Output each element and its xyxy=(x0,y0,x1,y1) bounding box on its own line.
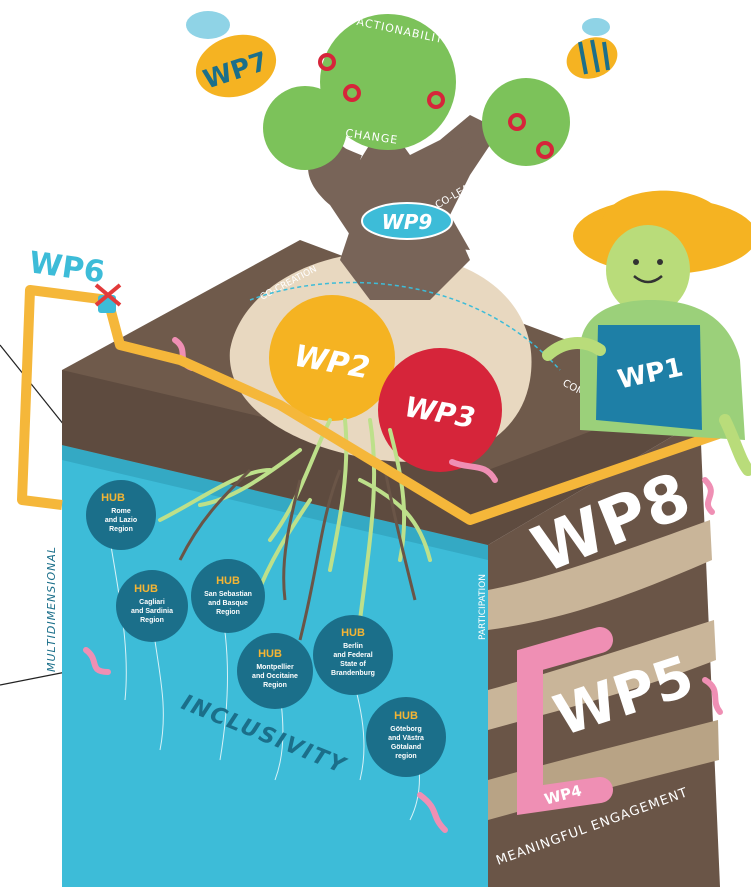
soil-layer xyxy=(488,520,712,630)
hub-line: and Basque xyxy=(208,600,248,607)
wp9-badge xyxy=(361,202,453,240)
foliage-crown xyxy=(320,14,456,150)
wp3-circle xyxy=(378,348,502,472)
dark-roots xyxy=(178,468,417,641)
hub-line: and Västra xyxy=(388,735,424,742)
hub-line: and Federal xyxy=(333,652,372,659)
worm-icon xyxy=(702,477,715,515)
hub-line: region xyxy=(395,753,416,760)
worm-icon xyxy=(702,677,723,715)
bee-wing xyxy=(186,11,230,39)
farmer-eye xyxy=(657,259,663,265)
farmer-smile xyxy=(633,275,663,284)
hub-line: Region xyxy=(140,617,164,624)
wp9-label: WP9 xyxy=(382,210,433,234)
hub-line: and Sardinia xyxy=(131,608,173,615)
soil-layer xyxy=(488,620,716,730)
worm-icon xyxy=(83,647,111,675)
roots xyxy=(158,418,432,622)
hub-san-sebastian: HUB San Sebastian and Basque Region xyxy=(191,559,265,633)
hub-circle xyxy=(313,615,393,695)
wp6-label: WP6 xyxy=(27,245,107,290)
hub-line: Region xyxy=(109,526,133,533)
wp2-circle xyxy=(269,295,395,421)
hub-berlin: HUB Berlin and Federal State of Brandenb… xyxy=(313,615,393,695)
leader-line xyxy=(0,671,67,686)
farmer: WP1 xyxy=(542,190,751,476)
hub-cagliari: HUB Cagliari and Sardinia Region xyxy=(116,570,188,642)
hub-rome: HUB Rome and Lazio Region xyxy=(86,480,156,550)
hub-line: San Sebastian xyxy=(204,591,252,598)
worms xyxy=(83,337,723,833)
hub-line: Götaland xyxy=(391,744,421,751)
hub-title: HUB xyxy=(341,627,365,639)
apple-icon xyxy=(318,53,336,71)
hub-title: HUB xyxy=(216,575,240,587)
hub-circle xyxy=(86,480,156,550)
hub-line: Berlin xyxy=(343,643,363,650)
hub-line: Region xyxy=(263,682,287,689)
label-multidimensional: MULTIDIMENSIONAL xyxy=(45,546,58,672)
hub-line: Rome xyxy=(111,508,131,515)
hub-line: State of xyxy=(340,661,366,668)
dashed-arc xyxy=(249,281,561,371)
hub-title: HUB xyxy=(101,492,125,504)
hub-line: and Occitaine xyxy=(252,673,298,680)
bee-stripes xyxy=(578,39,610,75)
hub-line: Brandenburg xyxy=(331,670,375,677)
worm-wp4 xyxy=(517,627,613,815)
bee xyxy=(566,18,618,79)
irrigation-pipe xyxy=(17,285,732,525)
hub-circle xyxy=(191,559,265,633)
bee-wing xyxy=(582,18,610,36)
hub-line: and Lazio xyxy=(105,517,137,524)
leader-line xyxy=(0,344,69,431)
hub-title: HUB xyxy=(134,583,158,595)
hub-circle xyxy=(237,633,313,709)
apple-icon xyxy=(536,141,554,159)
hub-title: HUB xyxy=(394,710,418,722)
apple-icon xyxy=(508,113,526,131)
hub-line: Region xyxy=(216,609,240,616)
farmer-eye xyxy=(633,259,639,265)
farmer-hat-crown xyxy=(600,190,730,230)
worm-icon xyxy=(449,459,498,483)
label-participation: PARTICIPATION xyxy=(478,574,488,640)
farmer-overalls xyxy=(596,325,702,430)
farmer-arm xyxy=(719,414,751,476)
worm-icon xyxy=(417,792,448,833)
trunk-lower xyxy=(340,215,470,300)
water-face-shade xyxy=(62,445,488,560)
bee-body xyxy=(566,37,618,79)
bee-body xyxy=(195,34,277,98)
valve-icon xyxy=(94,283,122,313)
hub-line: Cagliari xyxy=(139,599,165,606)
bee-wp7: WP7 xyxy=(186,11,277,98)
apple-icon xyxy=(343,84,361,102)
hub-circle xyxy=(116,570,188,642)
farmer-head xyxy=(606,225,690,315)
hub-title: HUB xyxy=(258,648,282,660)
apple-icon xyxy=(427,91,445,109)
hub-goteborg: HUB Göteborg and Västra Götaland region xyxy=(366,697,446,777)
farmer-arm xyxy=(542,337,606,361)
hub-circle xyxy=(366,697,446,777)
hub-line: Göteborg xyxy=(390,726,422,733)
apple-icons xyxy=(318,53,554,159)
hub-line: Montpellier xyxy=(256,664,294,671)
hub-montpellier: HUB Montpellier and Occitaine Region xyxy=(237,633,313,709)
